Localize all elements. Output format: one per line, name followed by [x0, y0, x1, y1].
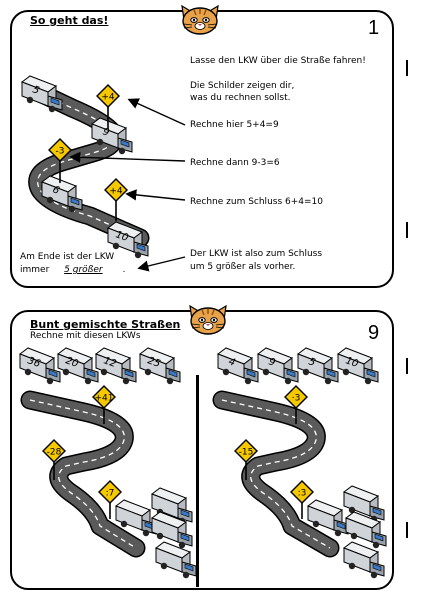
cat-mascot-icon [181, 4, 219, 35]
example-card [10, 10, 394, 288]
exercise-divider [196, 375, 199, 587]
step-1-text: Rechne hier 5+4=9 [190, 120, 279, 130]
margin-bar [406, 60, 408, 76]
step-2-text: Rechne dann 9-3=6 [190, 158, 280, 168]
margin-bar [406, 522, 408, 538]
end-label-prefix: immer [20, 265, 50, 275]
exercise-subtitle: Rechne mit diesen LKWs [30, 331, 141, 341]
margin-bar [406, 222, 408, 238]
end-label-1: Am Ende ist der LKW [20, 252, 115, 262]
example-title: So geht das! [30, 14, 109, 27]
result-text-2: um 5 größer als vorher. [190, 262, 296, 272]
end-label-2: immer 5 größer. [20, 264, 125, 276]
instruction-signs-2: was du rechnen sollst. [190, 93, 291, 103]
end-dot: . [122, 265, 126, 275]
example-page-number: 1 [368, 17, 380, 39]
exercise-title: Bunt gemischte Straßen [30, 318, 181, 331]
instruction-signs-1: Die Schilder zeigen dir, [190, 81, 295, 91]
exercise-card [10, 310, 394, 590]
step-3-text: Rechne zum Schluss 6+4=10 [190, 197, 323, 207]
exercise-page-number: 9 [368, 322, 380, 344]
end-answer: 5 größer [64, 265, 103, 275]
instruction-drive: Lasse den LKW über die Straße fahren! [190, 56, 366, 66]
margin-bar [406, 358, 408, 374]
cat-mascot-icon [189, 304, 227, 335]
result-text-1: Der LKW ist also zum Schluss [190, 249, 323, 259]
